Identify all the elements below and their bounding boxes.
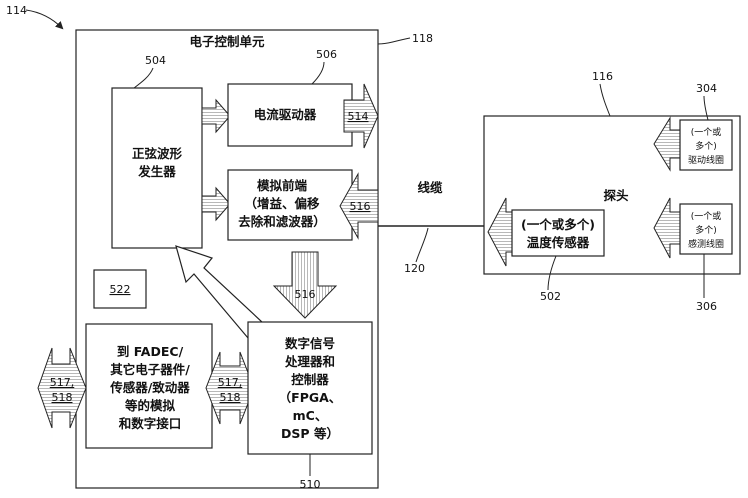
ref-504: 504 [145,54,166,67]
ecu-title: 电子控制单元 [189,34,265,49]
drivecoil-line1: (一个或 [691,126,722,138]
current-driver-box [227,83,353,147]
dsp-line2: 处理器和 [284,354,335,369]
temp-line1: (一个或多个) [521,217,595,232]
ref-120: 120 [404,262,425,275]
dsp-line6: DSP 等） [281,426,339,441]
ref-306: 306 [696,300,717,313]
sine-line2: 发生器 [137,164,176,179]
ref-510: 510 [300,478,321,491]
port-517-mid-arrow [205,351,255,425]
driver-label: 电流驱动器 [254,107,317,122]
temp-line2: 温度传感器 [527,235,590,250]
ref-502: 502 [540,290,561,303]
ref-116-leader [599,83,611,117]
port-517-left-line2: 518 [52,391,73,404]
ref-114-arrow [25,9,64,30]
dsp-box [247,321,373,455]
afe-line3: 去除和滤波器） [238,214,326,229]
port-514-label: 514 [348,110,369,123]
ref-304: 304 [696,82,717,95]
ref-502-leader [547,255,557,291]
iface-line1: 到 FADEC/ [117,344,184,359]
port-517-mid-line2: 518 [220,391,241,404]
interface-box [85,323,213,449]
probe-label: 探头 [603,188,629,203]
iface-line5: 和数字接口 [118,416,182,431]
afe-line2: （增益、偏移 [244,196,320,211]
drive-coil-box [679,119,733,171]
afe-line1: 模拟前端 [257,178,308,193]
port-514-arrow [343,83,379,149]
ref-114: 114 [6,4,27,17]
sine-to-afe-arrow [201,186,231,222]
sine-to-driver-arrow [201,98,231,134]
dsp-line5: mC、 [293,408,328,423]
cable-label: 线缆 [417,180,443,195]
sine-generator-box [111,87,203,249]
ref-304-leader [703,95,709,121]
box-522 [93,269,147,309]
dsp-line4: （FPGA、 [279,390,342,405]
iface-line4: 等的模拟 [124,398,176,413]
sensecoil-line1: (一个或 [691,210,722,222]
port-517-left-line1: 517, [50,376,75,389]
ref-506: 506 [316,48,337,61]
port-516-arrow [339,172,379,240]
drivecoil-line2: 多个) [695,140,717,152]
temp-sensor-box [511,209,605,257]
ref-506-leader [311,61,325,85]
iface-line3: 传感器/致动器 [109,380,190,395]
sense-coil-box [679,203,733,255]
port-517-left-arrow [37,347,87,429]
ref-116: 116 [592,70,613,83]
ref-118-leader [377,37,411,45]
ref-118: 118 [412,32,433,45]
analog-front-end-box [227,169,353,241]
ref-504-leader [133,67,154,89]
dsp-line3: 控制器 [291,372,329,387]
sensecoil-line3: 感测线圈 [688,238,724,250]
dsp-line1: 数字信号 [284,336,335,351]
port-517-mid-line1: 517, [218,376,243,389]
port-516-label: 516 [350,200,371,213]
iface-line2: 其它电子器件/ [110,362,190,377]
sensecoil-line2: 多个) [695,224,717,236]
drivecoil-line3: 驱动线圈 [688,154,724,166]
ref-120-leader [415,227,429,263]
box-522-label: 522 [110,283,131,296]
dsp-to-sine-arrow [175,245,263,339]
sine-line1: 正弦波形 [132,146,183,161]
ref-516-down: 516 [295,288,316,301]
afe-to-dsp-arrow [272,251,338,319]
